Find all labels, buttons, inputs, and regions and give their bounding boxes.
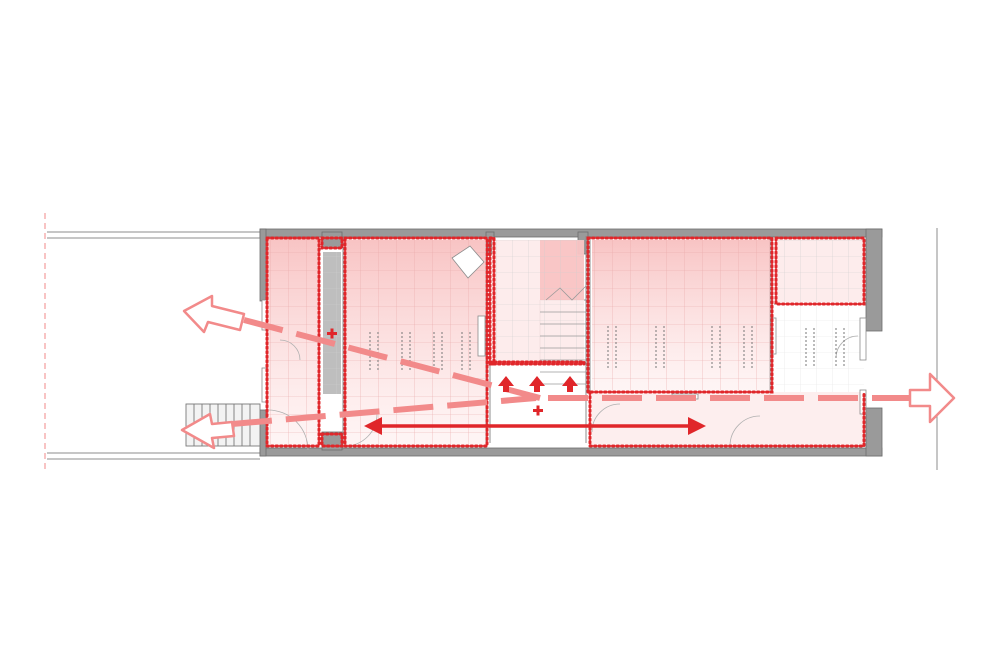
stairs: [540, 285, 587, 385]
flow-arrow-front: [908, 372, 956, 424]
plus-markers: [327, 328, 543, 416]
chimney-top: [321, 231, 343, 249]
rear-room-zone: [267, 238, 319, 446]
zone-outlines: [265, 236, 866, 448]
flow-arrows: [231, 317, 926, 427]
front-bay-room-zone: [776, 240, 864, 392]
up-arrow-right: [562, 376, 578, 392]
corner-fireplace: [451, 245, 485, 279]
flow-arrow-rear-lower: [180, 412, 236, 450]
front-bay-room-outline: [774, 236, 866, 306]
zones: [267, 238, 864, 446]
wall-bottom: [259, 447, 883, 457]
up-arrows: [498, 376, 578, 392]
stair-hall-zone: [492, 364, 584, 444]
plus-marker-center: [533, 405, 543, 416]
up-arrow-left: [498, 376, 514, 392]
flow-line-upper: [243, 317, 541, 401]
flow-line-lower: [231, 395, 537, 427]
chimney-bottom-outline: [320, 432, 344, 448]
front-hall-outline: [588, 390, 866, 448]
fixtures: [261, 245, 867, 415]
wall-rear-upper: [259, 228, 267, 302]
rear-room-outline: [265, 236, 321, 448]
wall-top: [259, 228, 883, 238]
kitchen-nook-zone: [492, 240, 584, 362]
front-living-room-outline: [586, 236, 774, 394]
plus-marker-rear: [327, 328, 337, 339]
double-headed-arrow: [364, 417, 706, 435]
furniture-dashes: [369, 326, 845, 372]
flow-arrow-rear-upper: [182, 294, 246, 334]
up-arrow-center: [529, 376, 545, 392]
kitchen-bottom-outline: [488, 360, 586, 366]
main-living-room-outline: [343, 236, 489, 448]
wall-rear-lower: [259, 409, 267, 457]
flow-arrowheads: [180, 294, 956, 450]
site-context: [44, 213, 938, 470]
chimney-top-outline: [320, 236, 344, 250]
circulation-strip-zone: [323, 252, 341, 394]
wall-front-upper: [865, 228, 883, 332]
wall-front-lower: [865, 407, 883, 457]
